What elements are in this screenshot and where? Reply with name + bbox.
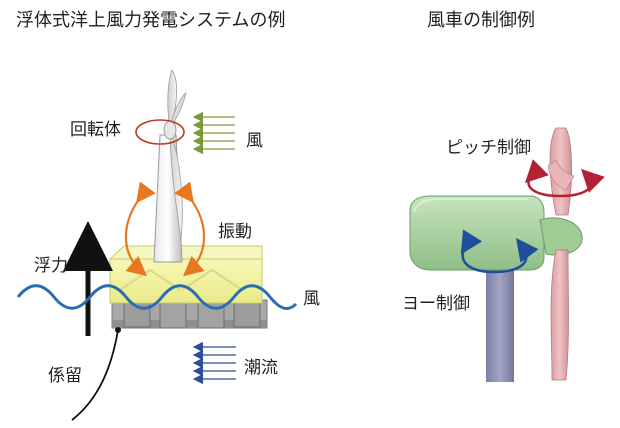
- current-arrows: [192, 341, 236, 385]
- label-yaw: ヨー制御: [402, 294, 470, 314]
- right-title: 風車の制御例: [427, 10, 535, 31]
- floating-turbine: [16, 69, 298, 421]
- label-wind-top: 風: [246, 131, 263, 151]
- label-wind-wave: 風: [303, 289, 320, 309]
- vibration-arrows: [124, 181, 206, 277]
- pitch-arrow: [524, 159, 605, 198]
- label-mooring: 係留: [48, 366, 82, 386]
- yellow-float: [108, 245, 263, 304]
- mooring-line: [71, 327, 121, 421]
- rotor-highlight-ring: [135, 119, 185, 145]
- label-current: 潮流: [244, 358, 278, 378]
- label-rotor: 回転体: [70, 120, 121, 140]
- label-vibration: 振動: [218, 222, 252, 242]
- left-title: 浮体式洋上風力発電システムの例: [16, 10, 286, 31]
- label-pitch: ピッチ制御: [446, 138, 531, 158]
- yaw-arrow: [460, 229, 539, 274]
- sea-wave: [16, 284, 298, 310]
- label-buoyancy: 浮力: [34, 256, 68, 276]
- wind-arrows-top: [192, 111, 235, 155]
- turbine-control-model: [409, 127, 605, 382]
